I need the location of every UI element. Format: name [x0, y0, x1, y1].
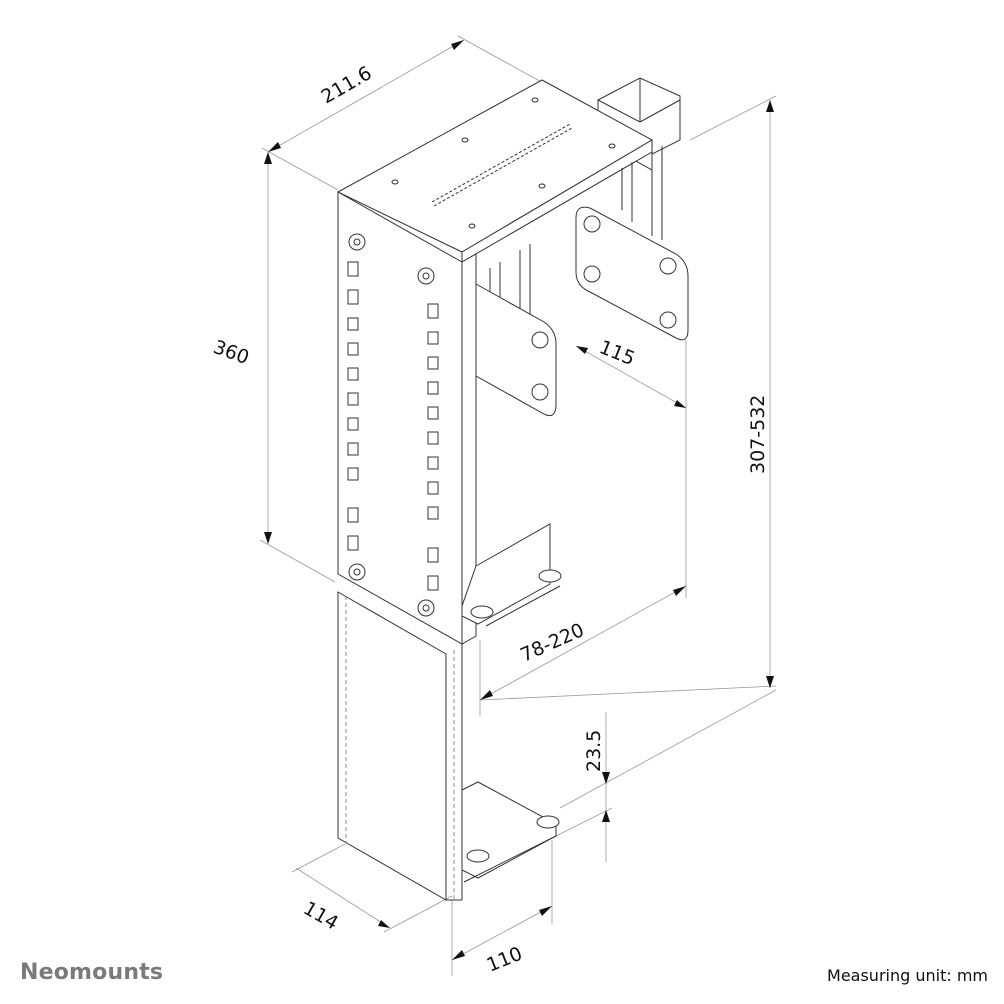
dim-label-overall-height: 307-532 — [747, 395, 769, 474]
dim-overall-height: 307-532 — [479, 95, 777, 701]
dim-plate-spacing: 115 — [575, 336, 687, 598]
slot-column-right — [417, 267, 439, 617]
dim-label-depth: 114 — [300, 897, 342, 934]
measuring-unit-label: Measuring unit: mm — [827, 966, 988, 985]
slot-column-left — [347, 233, 366, 581]
cpu-holder — [336, 77, 689, 901]
vent-slots — [431, 123, 573, 207]
dim-label-device-width: 78-220 — [517, 619, 587, 666]
dim-label-bottom-offset: 23.5 — [583, 730, 605, 772]
dim-label-plate-spacing: 115 — [596, 336, 638, 370]
dim-label-height: 360 — [210, 336, 252, 369]
dim-label-bottom-width: 110 — [484, 943, 526, 977]
brand-logo: Neomounts — [20, 960, 164, 985]
dim-height: 360 — [210, 152, 336, 583]
dim-bottom-offset: 23.5 — [555, 689, 777, 862]
dim-label-top-width: 211.6 — [318, 62, 376, 108]
